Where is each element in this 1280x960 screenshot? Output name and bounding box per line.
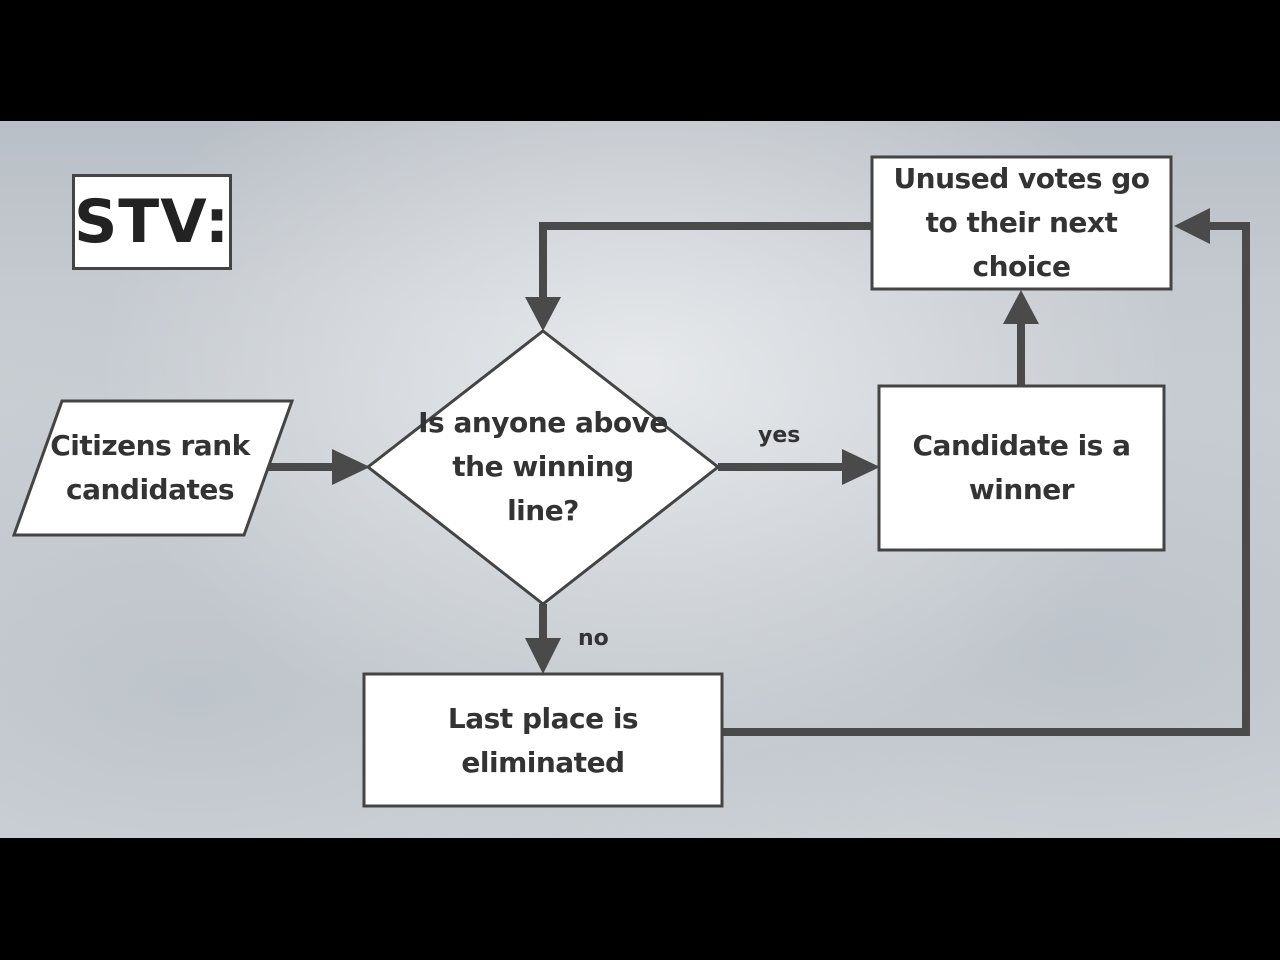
transfer-node-label: Unused votes go to their next choice bbox=[893, 162, 1150, 283]
eliminated-node-label: Last place is eliminated bbox=[447, 702, 639, 779]
arrowhead-left bbox=[1174, 208, 1210, 244]
eliminated-box bbox=[362, 672, 724, 808]
decision-diamond bbox=[365, 329, 721, 606]
shapes bbox=[11, 155, 1173, 808]
winner-box bbox=[877, 384, 1166, 552]
slide: STV: Citizens rank candidates Is anyone … bbox=[0, 121, 1280, 838]
arrowheads bbox=[332, 208, 1210, 674]
decision-node-label: Is anyone above the winning line? bbox=[418, 406, 668, 527]
no-edge-label: no bbox=[578, 626, 609, 651]
arrowhead-up bbox=[1003, 290, 1039, 324]
edge-transfer-to-decision bbox=[539, 222, 872, 301]
arrowhead-down bbox=[525, 638, 561, 674]
diagram-title: STV: bbox=[72, 174, 232, 270]
arrowhead-down bbox=[525, 297, 561, 331]
arrowhead-right bbox=[332, 449, 370, 485]
arrowhead-right bbox=[842, 449, 880, 485]
yes-edge-label: yes bbox=[758, 423, 801, 448]
transfer-box bbox=[870, 155, 1173, 291]
input-parallelogram bbox=[11, 399, 295, 537]
connectors bbox=[268, 222, 1250, 736]
flowchart bbox=[11, 155, 1250, 808]
input-node-label: Citizens rank candidates bbox=[50, 429, 250, 506]
winner-node-label: Candidate is a winner bbox=[912, 429, 1131, 506]
edge-eliminated-to-transfer bbox=[722, 222, 1250, 736]
